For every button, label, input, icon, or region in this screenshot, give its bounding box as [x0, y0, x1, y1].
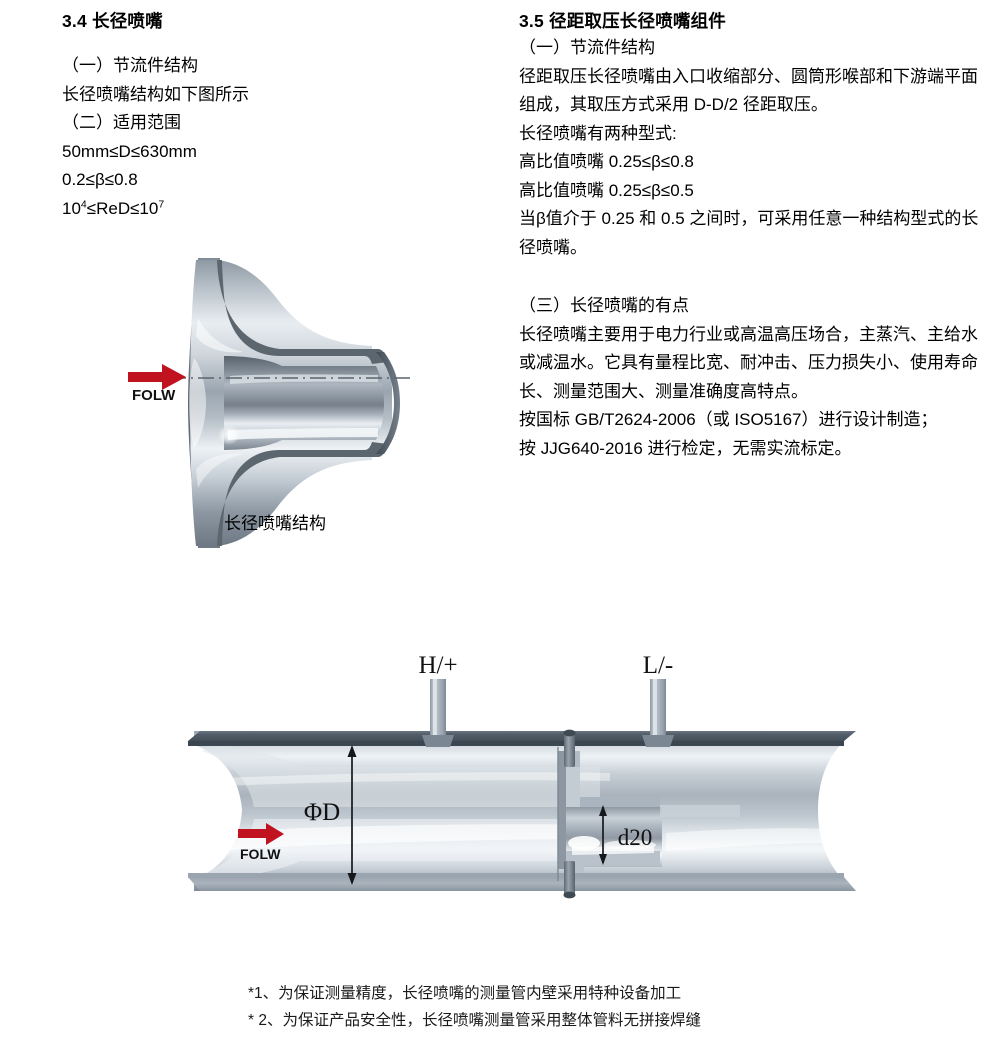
nozzle-throat-highlight-lower — [228, 428, 378, 440]
flow-arrow-icon-2 — [238, 823, 284, 845]
stud-lower — [564, 861, 575, 895]
left-line-2: 长径喷嘴结构如下图所示 — [62, 84, 249, 104]
stud-lower-head — [563, 891, 576, 899]
left-line-5: 0.2≤β≤0.8 — [62, 170, 138, 189]
left-line-4: 50mm≤D≤630mm — [62, 141, 197, 161]
flow-arrow-label-2: FOLW — [240, 846, 281, 862]
section-title-3-4: 3.4 长径喷嘴 — [62, 11, 163, 31]
nozzle-throat-group — [558, 751, 740, 877]
right-subtitle-3: （三）长径喷嘴的有点 — [519, 296, 689, 315]
nozzle-body-group — [188, 258, 400, 548]
left-line-3: （二）适用范围 — [62, 113, 181, 132]
flow-arrow-group-2: FOLW — [238, 823, 284, 862]
tap-tube-low-base — [642, 735, 674, 747]
nozzle-cut-wall-lower — [217, 442, 388, 546]
reynolds-exponent-high: 7 — [158, 197, 165, 210]
nozzle-throat-highlight-upper — [230, 374, 378, 384]
dimension-d20-group: d20 — [599, 805, 652, 865]
flow-arrow-label: FOLW — [132, 387, 176, 404]
bottom-flange-plate — [188, 877, 856, 891]
nozzle-plate-shadow — [558, 751, 566, 869]
tap-tube-low-group — [642, 679, 674, 747]
throat-specular — [568, 836, 600, 850]
stud-upper-group — [563, 729, 576, 767]
footnotes-block: *1、为保证测量精度，长径喷嘴的测量管内壁采用特种设备加工 * 2、为保证产品安… — [248, 980, 948, 1034]
stud-upper-head — [563, 729, 576, 737]
top-flange-plate — [188, 731, 856, 741]
stud-lower-group — [563, 861, 576, 899]
right-type-2: 高比值喷嘴 0.25≤β≤0.5 — [519, 180, 694, 200]
downstream-gloss — [666, 828, 830, 851]
nozzle-bore-upper — [202, 745, 600, 807]
tap-tube-high-highlight — [433, 679, 437, 745]
footnote-1: *1、为保证测量精度，长径喷嘴的测量管内壁采用特种设备加工 — [248, 985, 682, 1002]
nozzle-flange-gloss — [189, 358, 206, 448]
right-paragraph-4: 按国标 GB/T2624-2006（或 ISO5167）进行设计制造； — [519, 410, 938, 429]
throat-lower-lip — [566, 851, 660, 877]
flow-arrow-icon — [128, 364, 186, 390]
pipe-gloss-band-2 — [206, 772, 610, 787]
nozzle-cut-wall-upper — [217, 260, 388, 364]
left-column: 3.4 长径喷嘴 （一）节流件结构 长径喷嘴结构如下图所示 （二）适用范围 50… — [62, 8, 492, 223]
dimension-phi-d-group: ΦD — [304, 745, 357, 885]
spacer — [62, 34, 492, 52]
nozzle-inlet-cone-group — [202, 745, 610, 879]
reynolds-range-line: 104≤ReD≤107 — [62, 195, 492, 224]
figure-nozzle-assembly: ΦD d20 H/+ L/- FOLW — [180, 652, 880, 955]
pipe-gloss-band — [210, 824, 610, 851]
reynolds-exponent-low: 4 — [80, 197, 87, 210]
tap-tube-high-group — [422, 679, 454, 747]
reynolds-prefix: 10 — [62, 198, 81, 218]
figure-long-radius-nozzle: FOLW — [110, 248, 440, 558]
right-column: 3.5 径距取压长径喷嘴组件 （一）节流件结构 径距取压长径喷嘴由入口收缩部分、… — [519, 8, 981, 463]
nozzle-bell-gloss-upper — [196, 318, 244, 353]
footnote-2: * 2、为保证产品安全性，长径喷嘴测量管采用整体管料无拼接焊缝 — [248, 1012, 701, 1029]
right-type-1: 高比值喷嘴 0.25≤β≤0.8 — [519, 152, 694, 171]
top-flange-face — [188, 741, 844, 746]
downstream-recess — [660, 805, 740, 817]
throat-upper-lip — [566, 797, 660, 807]
bottom-flange-face — [188, 873, 844, 878]
nozzle-specular-highlight — [218, 425, 240, 445]
nozzle-bell-gloss-lower — [196, 453, 244, 488]
stud-upper — [564, 733, 575, 767]
nozzle-bell-surface — [216, 260, 372, 546]
tap-high-label: H/+ — [418, 652, 457, 679]
dimension-phi-d-arrow-top — [347, 745, 357, 757]
tap-tube-high-base — [422, 735, 454, 747]
right-paragraph-5: 按 JJG640-2016 进行检定，无需实流标定。 — [519, 438, 852, 458]
right-types-intro: 长径喷嘴有两种型式: — [519, 123, 677, 143]
flow-arrow-group: FOLW — [128, 364, 186, 404]
tap-low-label: L/- — [643, 652, 674, 679]
dimension-d20-arrow-bottom — [599, 854, 607, 865]
left-line-1: （一）节流件结构 — [62, 56, 198, 75]
section-title-3-5: 3.5 径距取压长径喷嘴组件 — [519, 11, 726, 31]
throat-specular-2 — [604, 840, 656, 850]
dimension-d20-arrow-top — [599, 805, 607, 816]
dimension-phi-d-arrow-bottom — [347, 873, 357, 885]
dimension-d20-label: d20 — [618, 825, 653, 850]
right-paragraph-2: 当β值介于 0.25 和 0.5 之间时，可采用任意一种结构型式的长径喷嘴。 — [519, 209, 979, 257]
right-paragraph-1: 径距取压长径喷嘴由入口收缩部分、圆筒形喉部和下游端平面组成，其取压方式采用 D-… — [519, 66, 978, 115]
right-paragraph-3: 长径喷嘴主要用于电力行业或高温高压场合，主蒸汽、主给水或减温水。它具有量程比宽、… — [519, 324, 978, 401]
dimension-phi-d-label: ΦD — [304, 799, 340, 826]
spacer — [519, 262, 981, 292]
right-subtitle-1: （一）节流件结构 — [519, 38, 655, 57]
reynolds-middle: ≤ReD≤10 — [86, 198, 159, 218]
tap-tube-low-highlight — [653, 679, 657, 745]
figure-1-caption: 长径喷嘴结构 — [224, 514, 326, 533]
